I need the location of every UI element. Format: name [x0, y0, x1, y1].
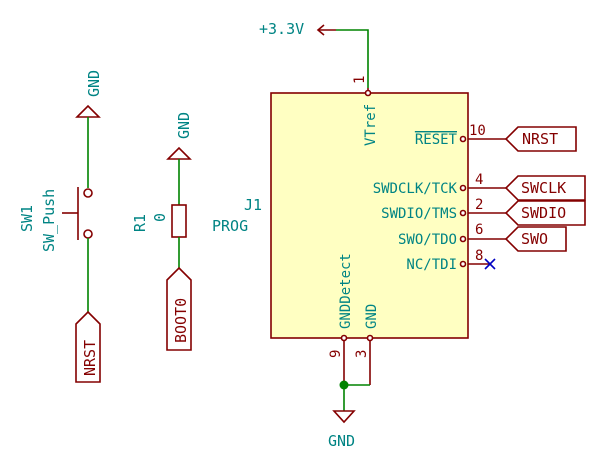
gnd-r-label: GND	[175, 112, 193, 139]
pin-swdclk-name: SWDCLK/TCK	[373, 181, 458, 197]
net-label-boot0[interactable]: BOOT0	[166, 266, 192, 351]
pin-swdio-number: 2	[475, 197, 483, 213]
gnd-symbol-sw	[75, 104, 101, 118]
net-label-nrst-left[interactable]: NRST	[75, 310, 101, 383]
net-label-swclk[interactable]: SWCLK	[504, 175, 586, 201]
nrst-right-shape	[504, 126, 577, 152]
swo-text: SWO	[521, 230, 548, 248]
pin-reset-number: 10	[469, 123, 486, 139]
wire-vcc	[336, 29, 369, 88]
pin-gnddetect-number: 9	[328, 350, 344, 358]
net-label-swdio[interactable]: SWDIO	[504, 200, 586, 226]
resistor-value-label: 0	[151, 213, 169, 222]
pin-nc-number: 8	[475, 248, 483, 264]
switch-contact-bottom	[83, 229, 93, 239]
pin-gnddetect-end	[340, 334, 348, 342]
pin-nc-end	[459, 260, 467, 268]
pin-reset-name: RESET	[415, 132, 458, 148]
pin-swo-end	[459, 235, 467, 243]
gnd-symbol-bottom	[332, 410, 356, 424]
pin-nc-name: NC/TDI	[406, 257, 457, 273]
pin-gnd-number: 3	[354, 350, 370, 358]
net-label-swo[interactable]: SWO	[504, 226, 567, 252]
swclk-shape	[504, 175, 586, 201]
junction-dot	[339, 380, 349, 390]
pin-vtref-end	[364, 89, 372, 97]
net-label-nrst-right[interactable]: NRST	[504, 126, 577, 152]
vcc-label: +3.3V	[259, 20, 304, 38]
pin-swdclk-number: 4	[475, 172, 483, 188]
swdio-text: SWDIO	[521, 204, 566, 222]
switch-ref-label: SW1	[18, 205, 36, 232]
gnd-sw-label: GND	[85, 70, 103, 97]
pin-gnddetect-name: GNDDetect	[338, 253, 354, 329]
swclk-text: SWCLK	[521, 179, 566, 197]
connector-value-label: PROG	[212, 217, 248, 235]
connector-j1[interactable]	[270, 24, 506, 424]
pin-swdclk-end	[459, 184, 467, 192]
nc-cross-b	[484, 258, 496, 270]
pin-swdio-name: SWDIO/TMS	[381, 206, 457, 222]
connector-ref-label: J1	[244, 196, 262, 214]
pin-swdio-end	[459, 209, 467, 217]
pin-swo-number: 6	[475, 222, 483, 238]
pin-vtref-name: VTref	[363, 104, 379, 146]
vcc-arrow-head	[316, 24, 325, 36]
nrst-left-text: NRST	[81, 340, 99, 376]
pin-swo-name: SWO/TDO	[398, 232, 457, 248]
pin-vtref-number: 1	[352, 76, 368, 84]
gnd-bottom-label: GND	[328, 432, 355, 450]
swdio-shape	[504, 200, 586, 226]
resistor-ref-label: R1	[131, 214, 149, 232]
boot0-text: BOOT0	[172, 298, 190, 343]
pin-gnd-end	[366, 334, 374, 342]
switch-sw1[interactable]	[62, 104, 101, 312]
resistor-r1[interactable]	[166, 146, 192, 268]
switch-contact-top	[83, 188, 93, 198]
pin-gnd-name: GND	[364, 304, 380, 329]
resistor-body	[171, 204, 187, 238]
nrst-left-shape	[75, 310, 101, 383]
gnd-symbol-r	[166, 146, 192, 160]
pin-reset-end	[459, 135, 467, 143]
nrst-right-text: NRST	[522, 130, 558, 148]
boot0-shape	[166, 266, 192, 351]
connector-body	[270, 92, 469, 339]
swo-shape	[504, 226, 567, 252]
switch-value-label: SW_Push	[40, 189, 58, 252]
